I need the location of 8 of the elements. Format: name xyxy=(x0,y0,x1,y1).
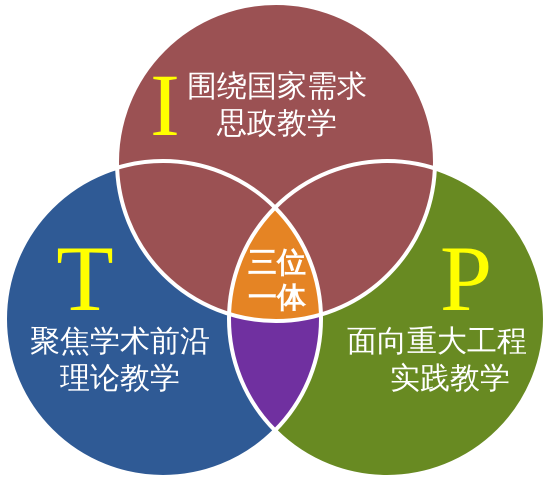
topic-label: 面向重大工程实践教学 xyxy=(347,323,528,397)
initial-letter: I xyxy=(150,76,180,136)
topic-label: 围绕国家需求思政教学 xyxy=(186,68,368,142)
overlap-region xyxy=(229,314,321,430)
initial-letter: P xyxy=(440,248,492,312)
topic-label: 聚焦学术前沿理论教学 xyxy=(29,323,211,397)
center-label: 三位一体 xyxy=(246,244,307,315)
initial-letter: T xyxy=(56,248,114,312)
